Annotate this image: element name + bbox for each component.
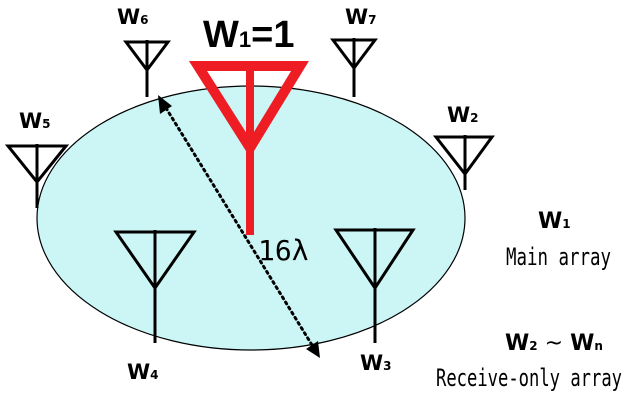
distance-arrow bbox=[158, 95, 320, 358]
antenna-w5-icon bbox=[4, 144, 70, 208]
antenna-w6-icon bbox=[123, 40, 171, 97]
main-weight-label: W1=1 bbox=[203, 14, 294, 56]
label-w4: W4 bbox=[127, 360, 159, 384]
antenna-w7-icon bbox=[330, 38, 378, 97]
antenna-w3-icon bbox=[333, 228, 416, 343]
legend-receive-text: Receive-only array bbox=[436, 364, 622, 392]
antenna-w4-icon bbox=[113, 230, 197, 343]
label-w7: W7 bbox=[345, 5, 377, 29]
legend-main-symbol: W1 bbox=[538, 209, 571, 234]
label-w6: W6 bbox=[117, 5, 149, 29]
legend-main-text: Main array bbox=[506, 243, 611, 271]
label-w2: W2 bbox=[447, 103, 479, 127]
main-antenna-icon bbox=[188, 61, 309, 235]
label-w5: W5 bbox=[19, 109, 51, 133]
distance-label: 16λ bbox=[258, 234, 309, 267]
legend-receive-symbol: W2 ~ Wn bbox=[505, 331, 603, 356]
antenna-w2-icon bbox=[432, 135, 495, 190]
label-w3: W3 bbox=[360, 351, 392, 375]
